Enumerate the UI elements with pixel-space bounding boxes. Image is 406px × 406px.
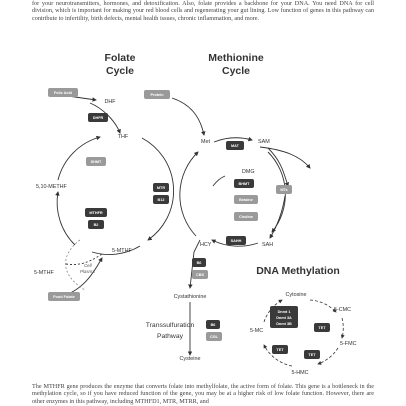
transsulfuration-heading-1: Transsulfuration: [146, 322, 195, 329]
svg-text:Betaine: Betaine: [239, 198, 253, 202]
dhfr-box: DHFR: [88, 113, 108, 122]
svg-text:MTs: MTs: [280, 188, 287, 192]
svg-text:BHMT: BHMT: [239, 182, 251, 186]
svg-text:Choline: Choline: [239, 215, 253, 219]
svg-text:Dnmt 3A: Dnmt 3A: [276, 316, 292, 320]
tet-box-3: TET: [272, 345, 288, 354]
svg-text:CBS: CBS: [196, 273, 204, 277]
tet-box-2: TET: [304, 350, 320, 359]
dnmt-box: Dnmt 1 Dnmt 3A Dnmt 3B: [270, 306, 298, 328]
svg-text:MTR: MTR: [157, 186, 165, 190]
svg-text:MTHFR: MTHFR: [89, 211, 103, 215]
sah-label: SAH: [262, 242, 273, 248]
betaine-box: Betaine: [234, 195, 258, 204]
svg-text:SHMT: SHMT: [91, 160, 102, 164]
plasma-label: Plasma: [80, 269, 95, 274]
b12-box: B12: [153, 195, 169, 204]
cbs-box: CBS: [192, 270, 208, 279]
bhmt-box: BHMT: [234, 179, 254, 188]
hcy-label: HCY: [200, 242, 212, 248]
5mc-label: 5-MC: [250, 328, 263, 334]
svg-text:Dnmt 1: Dnmt 1: [278, 310, 291, 314]
cysteine-label: Cysteine: [180, 356, 201, 362]
cell-label: Cell: [84, 263, 93, 268]
methionine-cycle-heading-2: Cycle: [222, 65, 250, 77]
transsulfuration-heading-2: Pathway: [157, 333, 184, 340]
5cmc-label: 5-CMC: [334, 307, 351, 313]
dhf-label: DHF: [104, 99, 116, 105]
svg-text:MAT: MAT: [231, 144, 240, 148]
mat-box: MAT: [226, 141, 244, 150]
folate-cycle-heading-1: Folate: [105, 52, 136, 64]
dmg-label: DMG: [242, 169, 255, 175]
svg-text:Protein: Protein: [150, 93, 164, 97]
methionine-cycle-heading-1: Methionine: [208, 52, 264, 64]
cgl-box: CGL: [206, 332, 222, 341]
svg-text:CGL: CGL: [210, 335, 219, 339]
svg-text:TET: TET: [276, 348, 284, 352]
met-label: Met: [201, 139, 210, 145]
sam-label: SAM: [258, 139, 270, 145]
shmt-box: SHMT: [86, 157, 106, 166]
svg-text:B12: B12: [158, 198, 165, 202]
tet-box-1: TET: [314, 323, 330, 332]
folate-cycle-heading-2: Cycle: [106, 65, 134, 77]
svg-text:Folic Acid: Folic Acid: [54, 91, 73, 95]
mts-box: MTs: [276, 185, 292, 194]
cell-membrane: [65, 239, 86, 291]
cystathionine-label: Cystathionine: [174, 294, 207, 300]
food-folate-box: Food Folate: [48, 292, 80, 301]
mtr-box: MTR: [153, 183, 169, 192]
svg-text:B6: B6: [211, 323, 216, 327]
methionine-cycle-arrows: [171, 97, 311, 356]
intro-paragraph: for your neurotransmitters, hormones, an…: [32, 0, 374, 22]
folic-acid-box: Folic Acid: [48, 88, 78, 97]
svg-text:SAHH: SAHH: [231, 239, 242, 243]
5fmc-label: 5-FMC: [340, 341, 357, 347]
b2-box: B2: [88, 220, 104, 229]
mthf-label-external: 5-MTHF: [34, 270, 54, 276]
methf-label: 5,10-METHF: [36, 184, 68, 190]
choline-box: Choline: [234, 212, 258, 221]
cytosine-label: Cytosine: [286, 292, 307, 298]
5hmc-label: 5-HMC: [291, 370, 308, 376]
outro-paragraph: The MTHFR gene produces the enzyme that …: [32, 383, 374, 405]
thf-label: THF: [118, 134, 129, 140]
dna-methylation-heading: DNA Methylation: [256, 265, 340, 277]
b6-box-2: B6: [206, 320, 220, 329]
mthfr-box: MTHFR: [85, 208, 107, 217]
svg-text:DHFR: DHFR: [93, 116, 104, 120]
svg-text:TET: TET: [308, 353, 316, 357]
svg-text:B6: B6: [197, 261, 202, 265]
protein-box: Protein: [144, 90, 170, 99]
b6-box-1: B6: [192, 258, 206, 267]
sahh-box: SAHH: [226, 236, 246, 245]
svg-text:B2: B2: [94, 223, 99, 227]
svg-text:Food Folate: Food Folate: [53, 295, 75, 299]
mthf-label: 5-MTHF: [112, 248, 132, 254]
svg-text:TET: TET: [318, 326, 326, 330]
svg-text:Dnmt 3B: Dnmt 3B: [276, 322, 292, 326]
dna-methylation-arrows: [263, 299, 345, 367]
